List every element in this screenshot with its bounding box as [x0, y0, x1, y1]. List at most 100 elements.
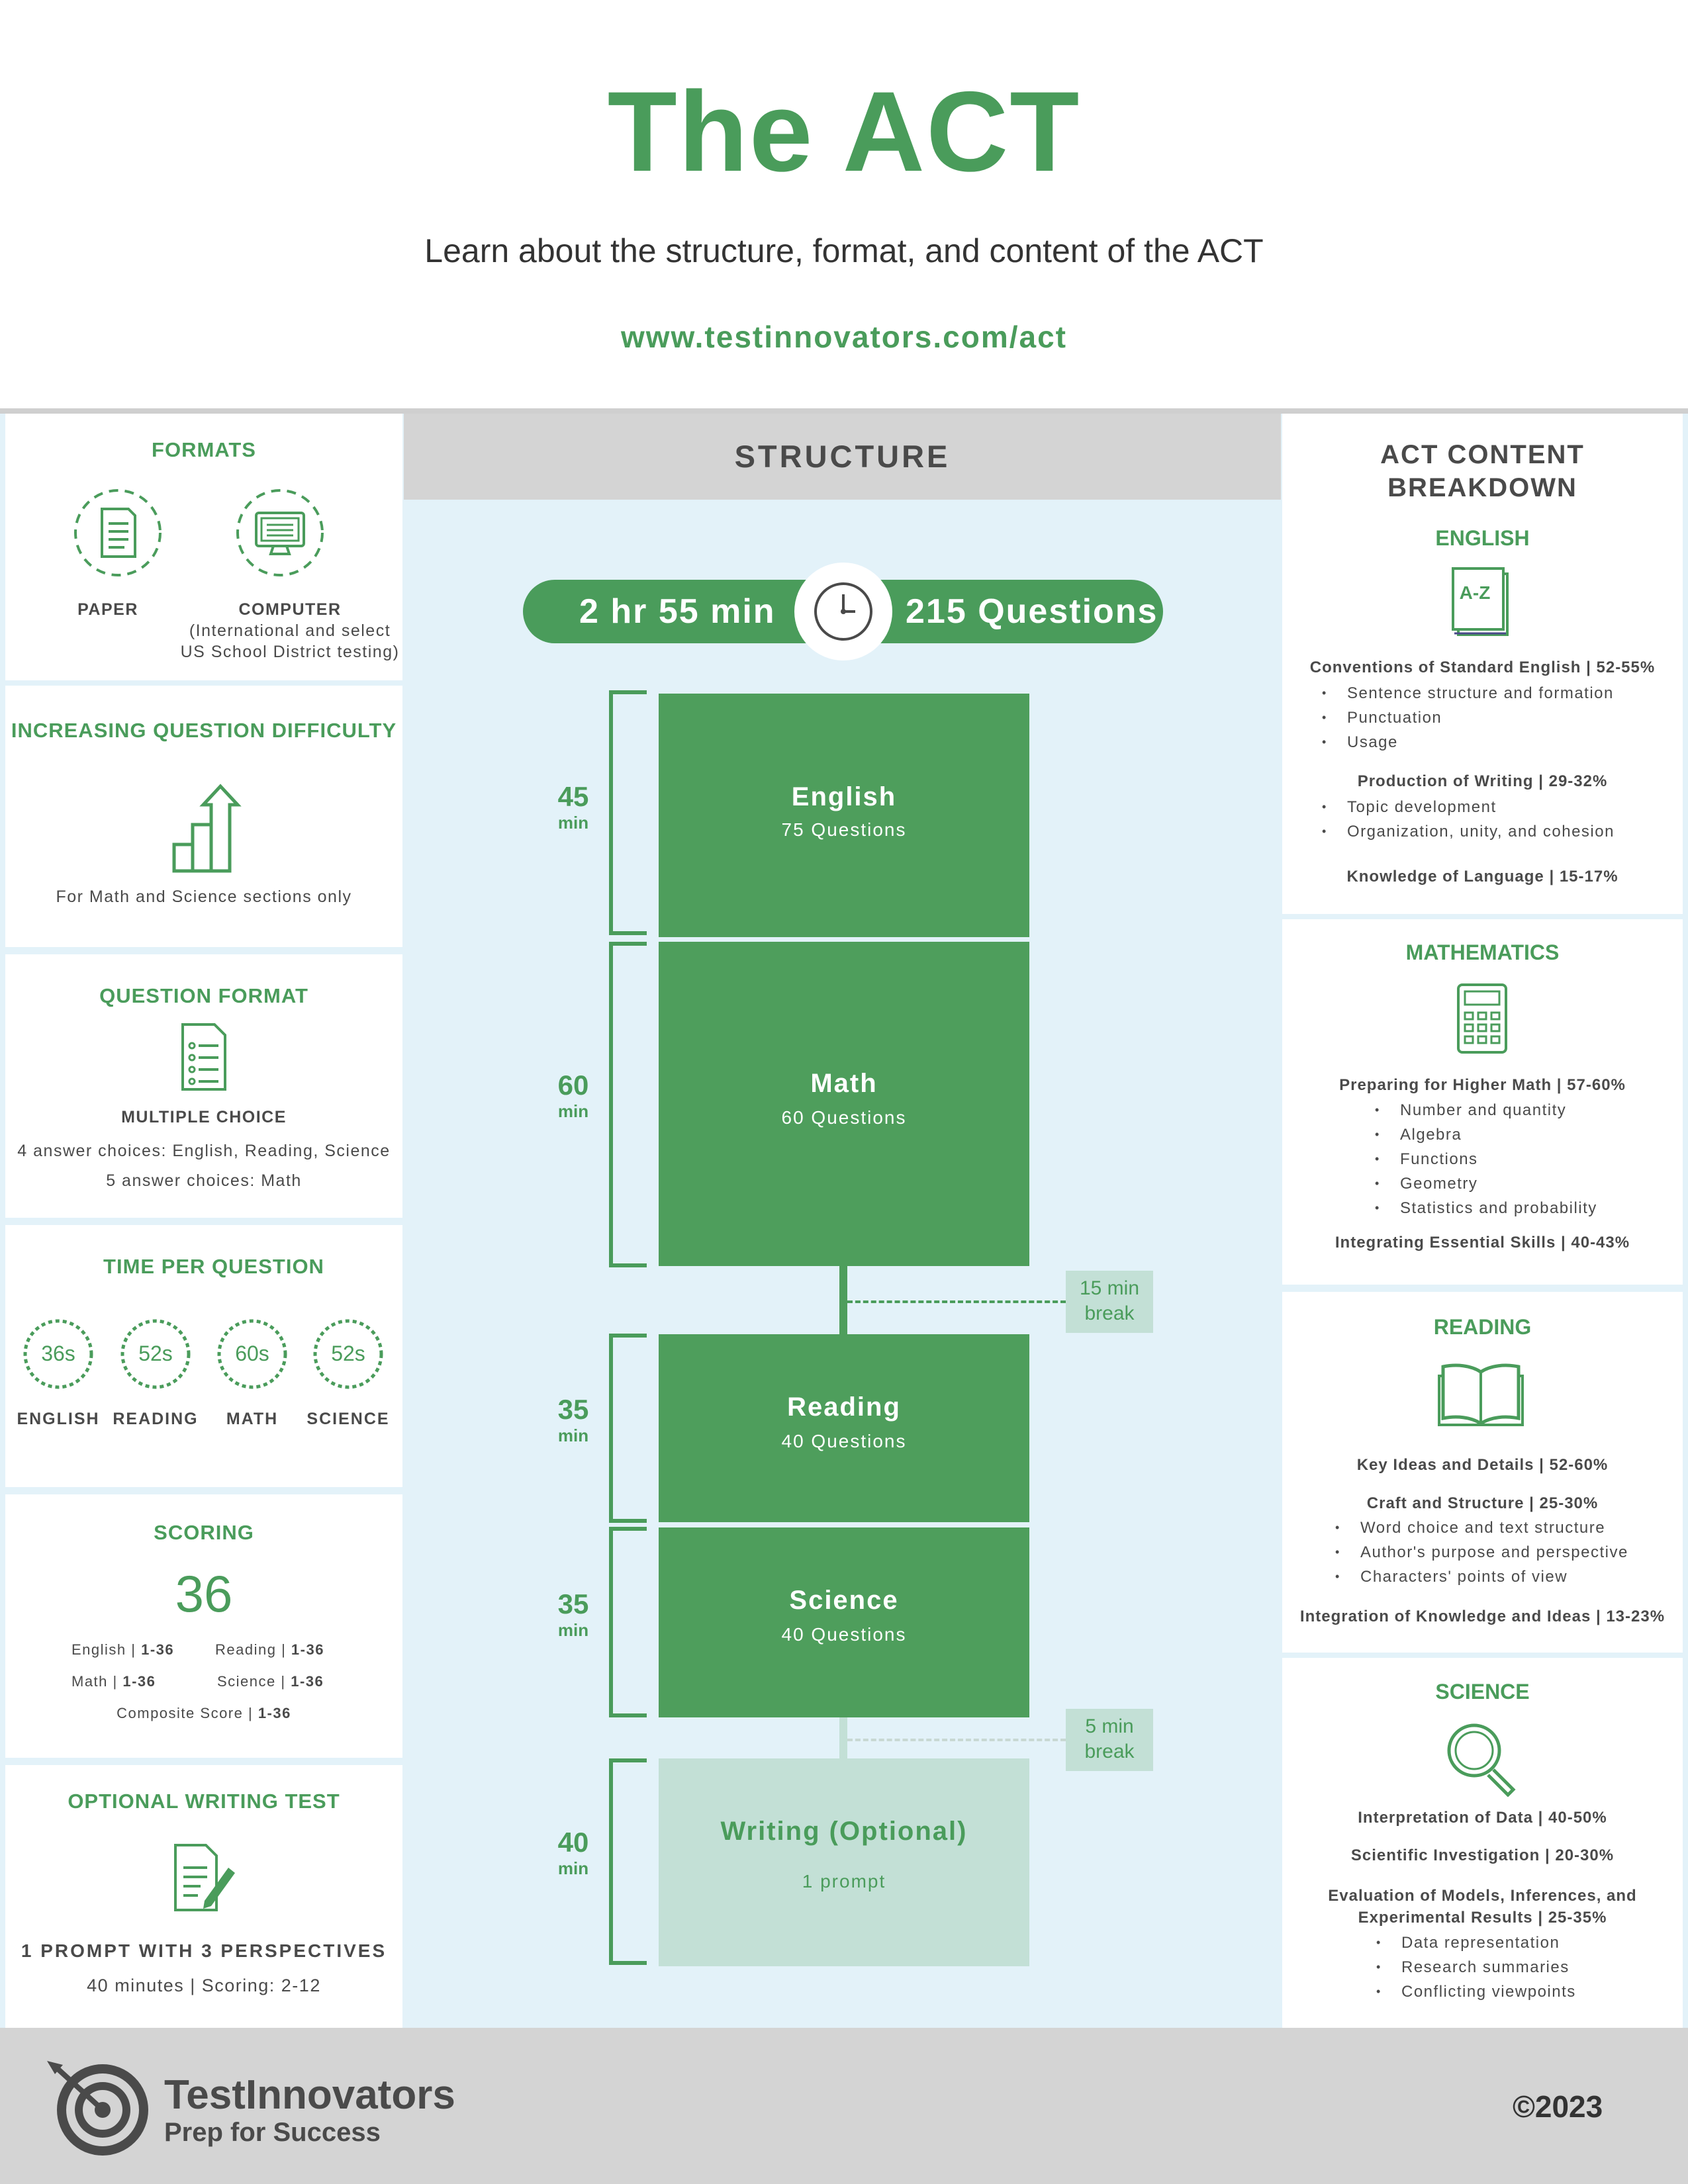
paper-label: PAPER — [77, 600, 138, 619]
computer-note-1: (International and select — [189, 621, 391, 640]
section-science: Science 40 Questions — [659, 1527, 1029, 1717]
section-questions: 1 prompt — [802, 1871, 886, 1891]
book-az-icon — [1452, 567, 1509, 636]
science-cat2: Scientific Investigation | 20-30% — [1350, 1846, 1615, 1864]
science-content-panel: SCIENCE Interpretation of Data | 40-50% … — [1282, 1658, 1683, 2028]
reading-cat2: Craft and Structure | 25-30% — [1366, 1494, 1599, 1512]
time-value: 60s — [235, 1342, 269, 1365]
list-item: Author's purpose and perspective — [1335, 1540, 1628, 1565]
english-cat1-list: Sentence structure and formation Punctua… — [1322, 681, 1614, 754]
calculator-icon — [1457, 983, 1507, 1054]
english-content-panel: ACT CONTENT BREAKDOWN ENGLISH A-Z Conven… — [1282, 414, 1683, 914]
computer-note-2: US School District testing) — [180, 643, 400, 661]
section-name: Math — [810, 1069, 878, 1098]
question-format-panel: QUESTION FORMAT MULTIPLE CHOICE 4 answer… — [5, 954, 402, 1218]
list-item: Geometry — [1375, 1171, 1597, 1196]
writing-test-details: 40 minutes | Scoring: 2-12 — [87, 1976, 321, 1995]
section-writing: Writing (Optional) 1 prompt — [659, 1758, 1029, 1966]
list-item: Research summaries — [1376, 1955, 1576, 1979]
list-item: Usage — [1322, 730, 1614, 754]
english-title: ENGLISH — [1435, 526, 1530, 550]
brand-name: TestInnovators — [164, 2072, 455, 2118]
content-title-2: BREAKDOWN — [1387, 473, 1577, 502]
science-cat1: Interpretation of Data | 40-50% — [1358, 1809, 1607, 1827]
section-name: Science — [789, 1586, 899, 1615]
section-questions: 40 Questions — [781, 1624, 907, 1645]
list-item: Sentence structure and formation — [1322, 681, 1614, 705]
scoring-max: 36 — [175, 1565, 233, 1623]
structure-header: STRUCTURE — [404, 414, 1281, 500]
difficulty-title: INCREASING QUESTION DIFFICULTY — [11, 719, 397, 742]
list-item: Statistics and probability — [1375, 1196, 1597, 1220]
section-reading: Reading 40 Questions — [659, 1334, 1029, 1522]
score-science-range: 1-36 — [291, 1673, 324, 1690]
scoring-title: SCORING — [154, 1521, 254, 1544]
az-icon-text: A-Z — [1459, 582, 1491, 603]
duration-brackets — [609, 690, 647, 1965]
writing-test-panel: OPTIONAL WRITING TEST 1 PROMPT WITH 3 PE… — [5, 1765, 402, 2028]
reading-cat1: Key Ideas and Details | 52-60% — [1356, 1456, 1609, 1474]
score-reading-label: Reading | — [215, 1641, 291, 1658]
list-item: Topic development — [1322, 795, 1615, 819]
difficulty-note: For Math and Science sections only — [56, 887, 352, 906]
break-line — [847, 1300, 1066, 1303]
time-label-math: MATH — [226, 1410, 279, 1428]
math-content-panel: MATHEMATICS Preparing for Higher Math | … — [1282, 919, 1683, 1285]
content-title-1: ACT CONTENT — [1380, 440, 1585, 469]
scoring-panel: SCORING 36 English | 1-36 Reading | 1-36… — [5, 1494, 402, 1758]
math-cat2: Integrating Essential Skills | 40-43% — [1335, 1234, 1630, 1251]
english-cat2: Production of Writing | 29-32% — [1357, 772, 1608, 790]
score-science-label: Science | — [217, 1673, 291, 1690]
clock-icon — [794, 563, 892, 660]
score-english-range: 1-36 — [141, 1641, 175, 1658]
science-cat3-list: Data representation Research summaries C… — [1376, 1931, 1576, 2004]
section-name: English — [791, 782, 897, 811]
section-math: Math 60 Questions — [659, 942, 1029, 1266]
section-questions: 75 Questions — [781, 819, 907, 840]
time-value: 36s — [41, 1342, 75, 1365]
question-format-title: QUESTION FORMAT — [99, 984, 308, 1007]
list-item: Punctuation — [1322, 705, 1614, 730]
document-pencil-icon — [174, 1844, 235, 1911]
magnifier-icon — [1447, 1723, 1516, 1797]
target-logo-icon — [47, 2061, 148, 2156]
structure-title: STRUCTURE — [734, 439, 951, 474]
open-book-icon — [1438, 1363, 1524, 1426]
time-label-science: SCIENCE — [306, 1410, 390, 1428]
copyright: ©2023 — [1513, 2089, 1603, 2124]
time-value: 52s — [138, 1342, 173, 1365]
science-title: SCIENCE — [1435, 1680, 1530, 1704]
time-label-reading: READING — [113, 1410, 199, 1428]
question-format-line1: 4 answer choices: English, Reading, Scie… — [17, 1142, 391, 1160]
reading-content-panel: READING Key Ideas and Details | 52-60% C… — [1282, 1292, 1683, 1653]
total-time-pill: 2 hr 55 min — [523, 580, 847, 643]
english-cat2-list: Topic development Organization, unity, a… — [1322, 795, 1615, 844]
math-title: MATHEMATICS — [1405, 940, 1560, 964]
list-item: Number and quantity — [1375, 1098, 1597, 1122]
score-composite-label: Composite Score | — [117, 1705, 258, 1721]
section-english: English 75 Questions — [659, 694, 1029, 937]
stopwatch-icon — [23, 1319, 93, 1389]
science-cat3-line2: Experimental Results | 25-35% — [1358, 1909, 1607, 1927]
time-label-english: ENGLISH — [17, 1410, 100, 1428]
reading-title: READING — [1433, 1315, 1532, 1339]
section-questions: 40 Questions — [781, 1431, 907, 1451]
difficulty-panel: INCREASING QUESTION DIFFICULTY For Math … — [5, 686, 402, 947]
writing-test-title: OPTIONAL WRITING TEST — [68, 1790, 340, 1813]
list-item: Conflicting viewpoints — [1376, 1979, 1576, 2004]
scoring-composite: Composite Score | 1-36 — [5, 1705, 402, 1722]
score-math-range: 1-36 — [122, 1673, 156, 1690]
stopwatch-icon — [313, 1319, 383, 1389]
page-subtitle: Learn about the structure, format, and c… — [424, 232, 1264, 269]
math-cat1: Preparing for Higher Math | 57-60% — [1339, 1076, 1626, 1094]
computer-label: COMPUTER — [238, 600, 342, 619]
website-link[interactable]: www.testinnovators.com/act — [621, 320, 1067, 354]
page-title: The ACT — [607, 68, 1081, 195]
time-per-question-title: TIME PER QUESTION — [103, 1255, 324, 1278]
list-item: Data representation — [1376, 1931, 1576, 1955]
score-composite-range: 1-36 — [258, 1705, 291, 1721]
